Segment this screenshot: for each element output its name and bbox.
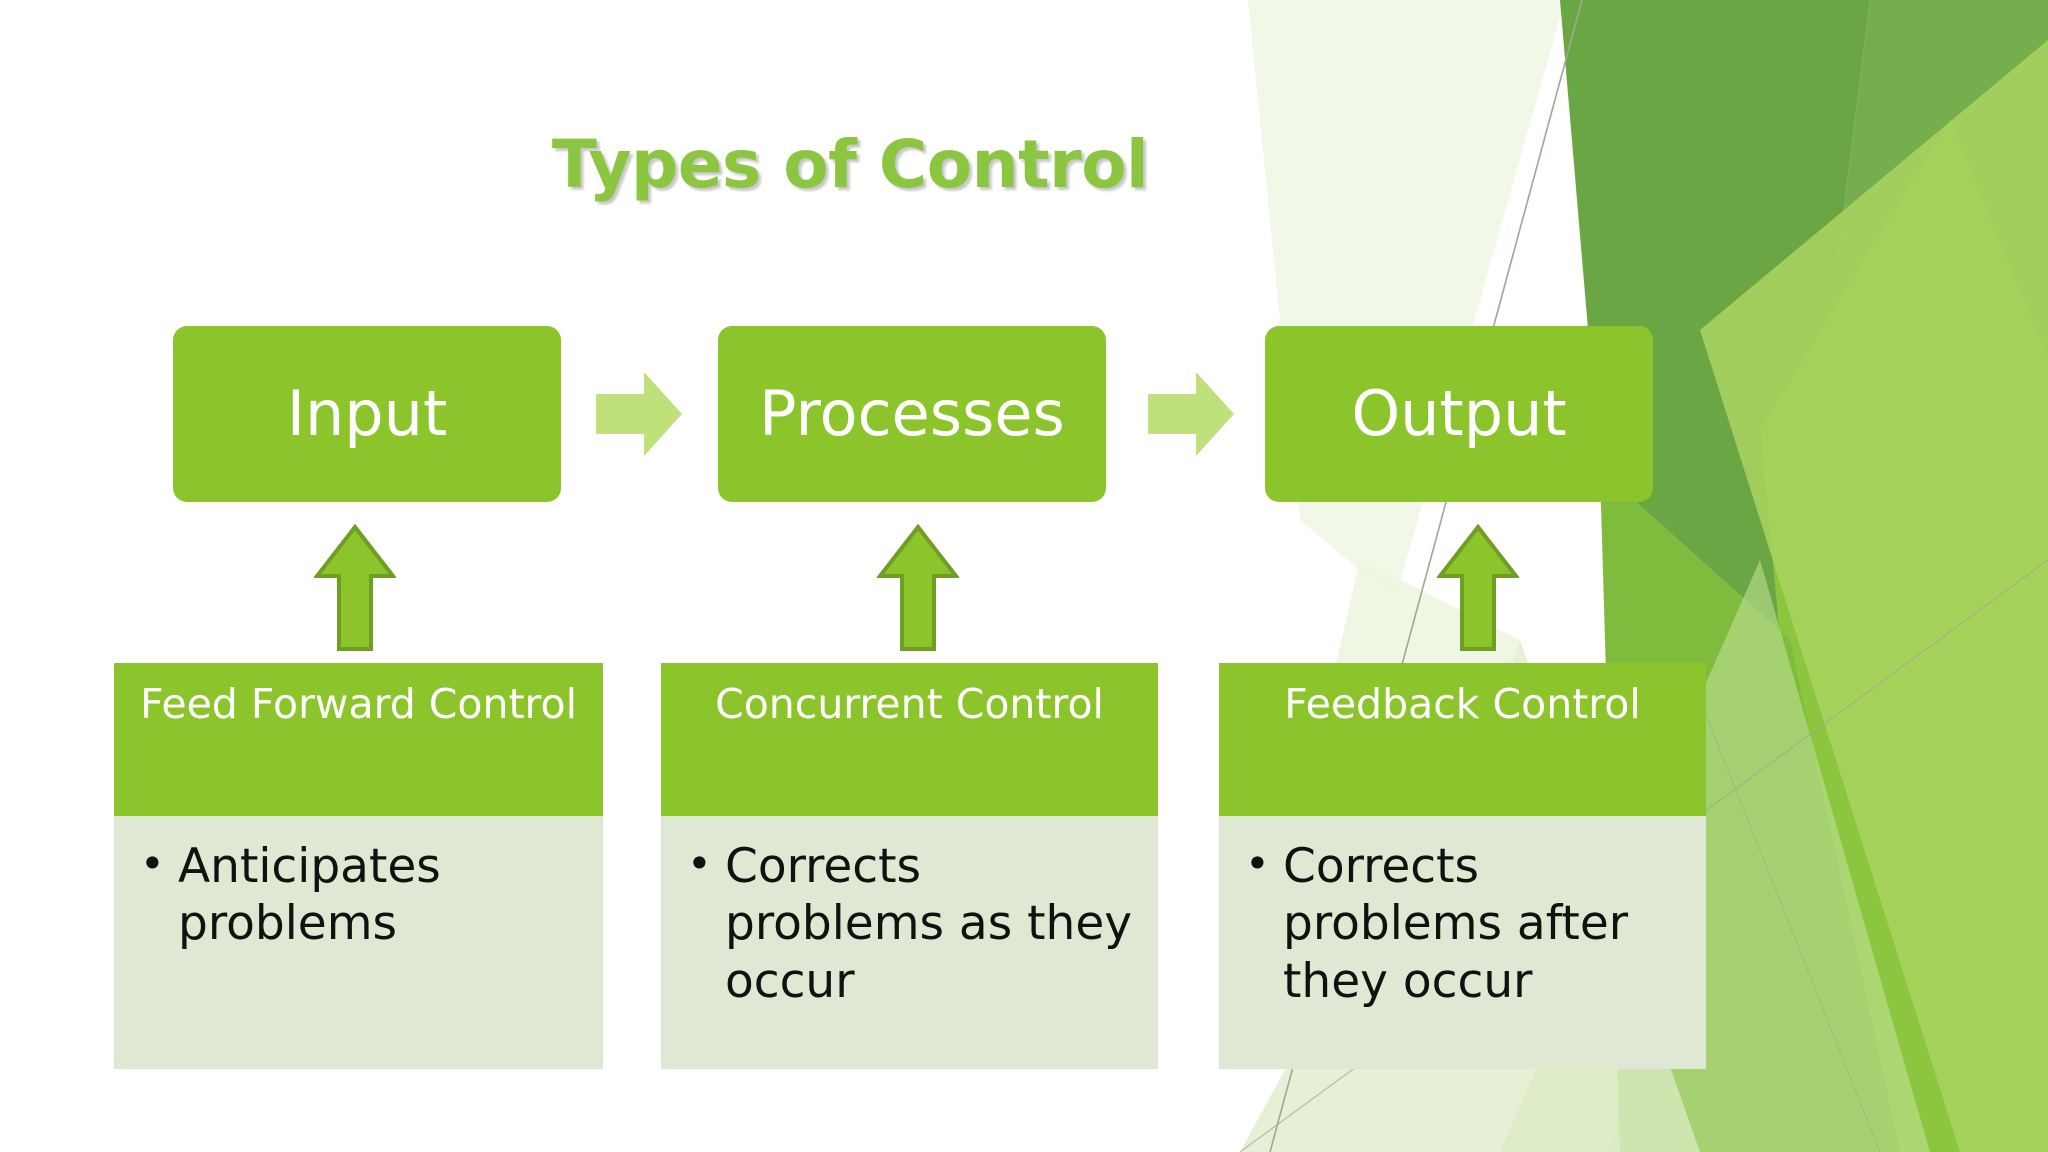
decor-dark-blade-2 <box>1790 0 2048 640</box>
card-bullet-list: Anticipates problems <box>136 837 585 953</box>
card-bullet-list: Corrects problems after they occur <box>1241 837 1688 1010</box>
up-arrow-icon <box>314 524 396 651</box>
flow-box-label: Input <box>286 377 448 450</box>
decor-hairline-3 <box>1699 699 1881 1152</box>
right-arrow-icon <box>596 372 682 456</box>
flow-box-input[interactable]: Input <box>173 326 561 502</box>
flow-box-output[interactable]: Output <box>1265 326 1653 502</box>
slide-title: Types of Control <box>551 126 1149 203</box>
flow-box-label: Output <box>1351 377 1567 450</box>
card-body: Corrects problems as they occur <box>661 816 1158 1069</box>
card-bullet-list: Corrects problems as they occur <box>683 837 1140 1010</box>
card-body: Anticipates problems <box>114 816 603 1069</box>
up-arrow-icon <box>1437 524 1519 651</box>
up-arrow-icon <box>877 524 959 651</box>
card-header: Feed Forward Control <box>114 663 603 816</box>
right-arrow-icon <box>1148 372 1234 456</box>
decor-pale-wedge-2 <box>1248 0 1565 600</box>
control-card-feed-forward: Feed Forward Control Anticipates problem… <box>114 663 603 1069</box>
control-card-concurrent: Concurrent Control Corrects problems as … <box>661 663 1158 1069</box>
flow-box-label: Processes <box>759 377 1065 450</box>
decor-mid-blade-1 <box>1760 120 2048 1152</box>
card-header: Feedback Control <box>1219 663 1706 816</box>
list-item: Corrects problems as they occur <box>683 837 1140 1010</box>
control-card-feedback: Feedback Control Corrects problems after… <box>1219 663 1706 1069</box>
list-item: Corrects problems after they occur <box>1241 837 1688 1010</box>
card-header: Concurrent Control <box>661 663 1158 816</box>
decor-dark-blade <box>1560 0 1870 640</box>
card-body: Corrects problems after they occur <box>1219 816 1706 1069</box>
decor-light-overlay-1 <box>1700 40 2048 1152</box>
list-item: Anticipates problems <box>136 837 585 953</box>
flow-box-processes[interactable]: Processes <box>718 326 1106 502</box>
